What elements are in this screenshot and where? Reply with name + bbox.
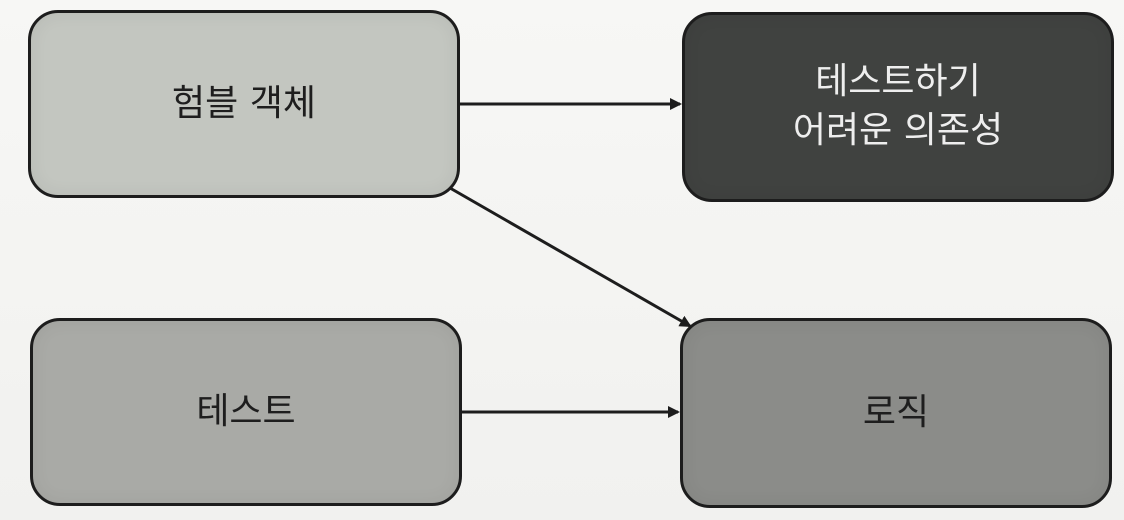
logic-node: 로직 xyxy=(680,318,1112,508)
humble-object-label: 험블 객체 xyxy=(172,82,316,124)
arrow-humble-to-logic xyxy=(449,186,692,328)
humble-object-node: 험블 객체 xyxy=(28,10,460,198)
logic-label: 로직 xyxy=(862,391,930,433)
test-label: 테스트 xyxy=(196,390,296,432)
hard-to-test-dependency-node: 테스트하기 어려운 의존성 xyxy=(682,12,1114,202)
hard-to-test-dependency-label: 테스트하기 어려운 의존성 xyxy=(792,61,1004,151)
test-node: 테스트 xyxy=(30,318,462,506)
